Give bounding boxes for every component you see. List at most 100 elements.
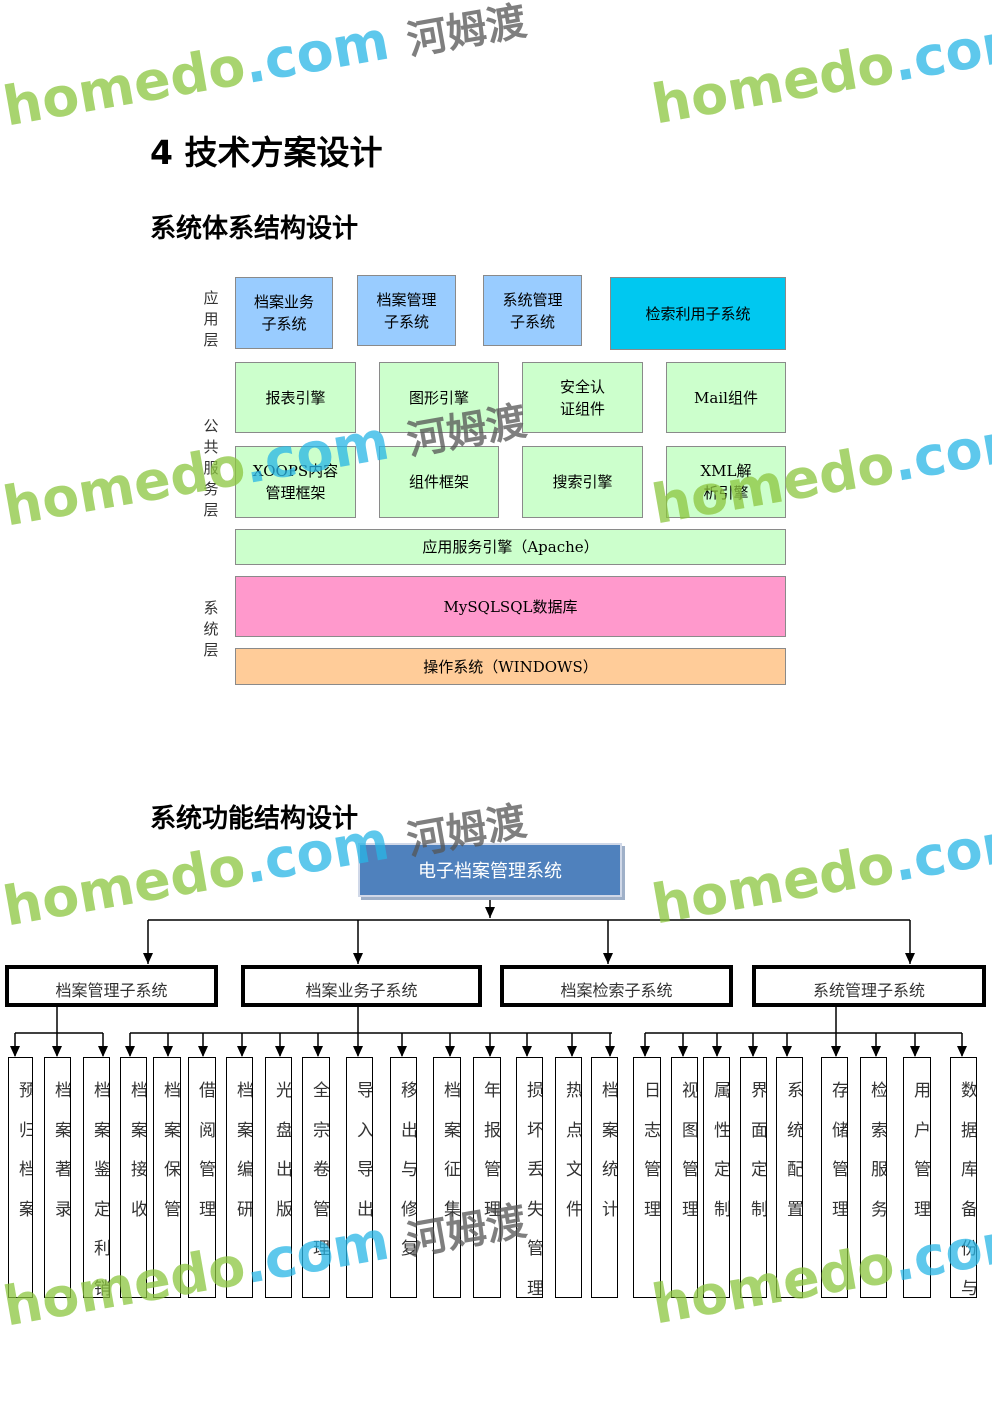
function-leaf-label: 档案著录 — [55, 1081, 71, 1220]
service-security: 安全认证组件 — [522, 362, 643, 433]
function-leaf: 档案著录 — [44, 1057, 71, 1298]
function-leaf: 预归档案 — [8, 1057, 33, 1298]
function-leaf-label: 档案编研 — [237, 1081, 253, 1220]
function-leaf-label: 数据库备份与 — [961, 1081, 977, 1298]
function-leaf: 档案统计 — [591, 1057, 618, 1298]
arrow-head — [52, 1046, 62, 1057]
arrow-head — [522, 1046, 532, 1057]
function-leaf-label: 用户管理 — [914, 1081, 931, 1220]
function-leaf-label: 全宗卷管理 — [313, 1081, 330, 1259]
function-leaf-label: 日志管理 — [644, 1081, 661, 1220]
section-heading-architecture: 系统体系结构设计 — [150, 214, 359, 244]
function-leaf-label: 系统配置 — [787, 1081, 803, 1220]
arrow-head — [605, 1046, 615, 1057]
arrow-head — [313, 1046, 323, 1057]
function-leaf: 视图管理 — [671, 1057, 698, 1298]
function-leaf-label: 热点文件 — [566, 1081, 582, 1220]
function-leaf: 损坏丢失管理 — [516, 1057, 543, 1298]
arrow-head — [712, 1046, 722, 1057]
function-leaf: 档案编研 — [226, 1057, 253, 1298]
function-leaf-label: 光盘出版 — [276, 1081, 292, 1220]
app-box-search: 检索利用子系统 — [610, 277, 786, 350]
arrow-head — [603, 953, 613, 964]
function-leaf: 导入导出 — [346, 1057, 373, 1298]
service-search-engine: 搜索引擎 — [522, 446, 643, 518]
function-leaf: 数据库备份与 — [950, 1057, 977, 1298]
function-leaf: 属性定制 — [703, 1057, 730, 1298]
function-leaf-label: 界面定制 — [751, 1081, 767, 1220]
function-leaf-label: 视图管理 — [682, 1081, 698, 1220]
arrow-head — [485, 1046, 495, 1057]
subsystem-archive-search: 档案检索子系统 — [500, 965, 733, 1007]
subsystem-archive-management: 档案管理子系统 — [5, 965, 218, 1007]
arrow-head — [678, 1046, 688, 1057]
chapter-heading: 4 技术方案设计 — [150, 133, 383, 172]
function-leaf-label: 档案接收 — [131, 1081, 147, 1220]
database-layer: MySQLSQL数据库 — [235, 576, 786, 637]
arrow-head — [485, 907, 495, 918]
arrow-head — [353, 1046, 363, 1057]
arrow-head — [198, 1046, 208, 1057]
function-leaf: 存储管理 — [821, 1057, 848, 1298]
layer-label-public: 公共服务层 — [203, 417, 219, 519]
function-leaf-label: 档案保管 — [164, 1081, 181, 1220]
function-leaf-label: 档案征集 — [444, 1081, 461, 1220]
app-box-archive: 档案管理子系统 — [357, 275, 456, 346]
layer-label-app: 应用层 — [203, 289, 219, 349]
layer-label-system: 系统层 — [203, 599, 219, 659]
arrow-head — [353, 953, 363, 964]
arrow-head — [831, 1046, 841, 1057]
service-report-engine: 报表引擎 — [235, 362, 356, 433]
arrow-head — [905, 953, 915, 964]
function-leaf: 用户管理 — [903, 1057, 931, 1298]
section-heading-function: 系统功能结构设计 — [150, 804, 359, 834]
arrow-head — [445, 1046, 455, 1057]
function-leaf-label: 年报管理 — [484, 1081, 501, 1220]
function-leaf-label: 存储管理 — [832, 1081, 848, 1220]
function-leaf: 档案保管 — [153, 1057, 181, 1298]
function-leaf-label: 档案统计 — [602, 1081, 618, 1220]
service-xoops: XOOPS内容管理框架 — [235, 446, 356, 518]
function-leaf-label: 借阅管理 — [199, 1081, 216, 1220]
function-leaf-label: 预归档案 — [19, 1072, 32, 1230]
function-leaf-label: 损坏丢失管理 — [527, 1081, 543, 1298]
function-leaf: 检索服务 — [860, 1057, 887, 1298]
os-layer: 操作系统（WINDOWS） — [235, 648, 786, 685]
service-graphic-engine: 图形引擎 — [379, 362, 499, 433]
function-leaf: 档案征集 — [433, 1057, 461, 1298]
function-leaf: 系统配置 — [776, 1057, 803, 1298]
app-server-engine: 应用服务引擎（Apache） — [235, 529, 786, 565]
root-node: 电子档案管理系统 — [358, 843, 622, 897]
arrow-head — [748, 1046, 758, 1057]
function-leaf: 界面定制 — [740, 1057, 767, 1298]
service-component-framework: 组件框架 — [379, 446, 499, 518]
app-box-system: 系统管理子系统 — [483, 275, 582, 346]
app-box-business: 档案业务子系统 — [235, 277, 333, 349]
function-leaf-label: 档案鉴定利销 — [94, 1081, 110, 1298]
function-leaf: 档案接收 — [120, 1057, 147, 1298]
arrow-head — [567, 1046, 577, 1057]
arrow-head — [871, 1046, 881, 1057]
arrow-head — [397, 1046, 407, 1057]
arrow-head — [98, 1046, 108, 1057]
subsystem-archive-business: 档案业务子系统 — [241, 965, 482, 1007]
arrow-head — [910, 1046, 920, 1057]
arrow-head — [957, 1046, 967, 1057]
service-mail: Mail组件 — [666, 362, 786, 433]
service-xml-parser: XML解析引擎 — [666, 446, 786, 518]
function-leaf-label: 检索服务 — [871, 1081, 887, 1220]
function-leaf: 热点文件 — [555, 1057, 582, 1298]
subsystem-system-management: 系统管理子系统 — [752, 965, 986, 1007]
function-leaf: 借阅管理 — [188, 1057, 216, 1298]
function-leaf: 年报管理 — [473, 1057, 501, 1298]
function-leaf: 移出与修复 — [390, 1057, 417, 1298]
arrow-head — [163, 1046, 173, 1057]
arrow-head — [640, 1046, 650, 1057]
function-leaf: 日志管理 — [633, 1057, 661, 1298]
function-leaf: 全宗卷管理 — [302, 1057, 330, 1298]
function-leaf: 档案鉴定利销 — [83, 1057, 110, 1298]
arrow-head — [125, 1046, 135, 1057]
arrow-head — [143, 953, 153, 964]
